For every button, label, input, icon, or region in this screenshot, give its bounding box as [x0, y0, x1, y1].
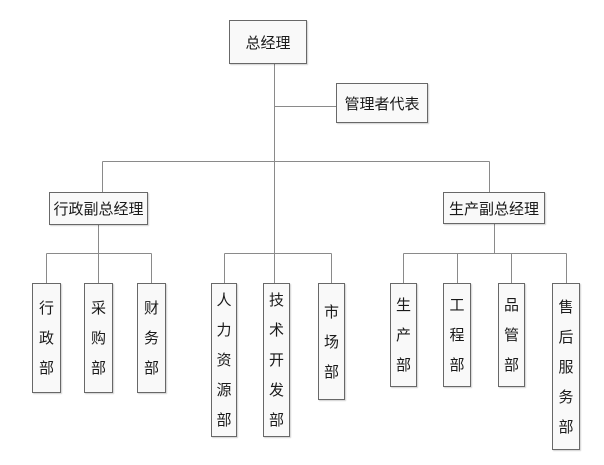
node-finance-dept: 财 务 部 [137, 283, 166, 393]
node-after-sales-dept: 售 后 服 务 部 [552, 283, 580, 450]
node-general-manager: 总经理 [229, 20, 307, 64]
node-admin-vice-gm: 行政副总经理 [49, 192, 148, 225]
node-production-dept: 生 产 部 [390, 283, 417, 387]
node-tech-dev-dept-label: 技 术 开 发 部 [268, 291, 284, 429]
node-admin-dept-label: 行 政 部 [38, 299, 54, 377]
node-quality-dept-label: 品 管 部 [503, 296, 519, 374]
node-general-manager-label: 总经理 [245, 33, 291, 52]
node-engineering-dept-label: 工 程 部 [449, 296, 465, 374]
node-admin-vice-gm-label: 行政副总经理 [53, 200, 144, 218]
node-quality-dept: 品 管 部 [498, 283, 525, 387]
node-purchasing-dept: 采 购 部 [84, 283, 113, 393]
node-hr-dept: 人 力 资 源 部 [211, 283, 237, 437]
node-hr-dept-label: 人 力 资 源 部 [216, 291, 232, 429]
node-tech-dev-dept: 技 术 开 发 部 [263, 283, 290, 437]
node-production-vice-gm: 生产副总经理 [443, 192, 545, 224]
node-management-representative-label: 管理者代表 [344, 94, 420, 113]
node-engineering-dept: 工 程 部 [443, 283, 471, 387]
node-admin-dept: 行 政 部 [32, 283, 61, 393]
node-finance-dept-label: 财 务 部 [143, 299, 159, 377]
node-production-vice-gm-label: 生产副总经理 [448, 199, 539, 218]
node-marketing-dept: 市 场 部 [318, 283, 345, 400]
node-purchasing-dept-label: 采 购 部 [90, 299, 106, 377]
node-after-sales-dept-label: 售 后 服 务 部 [558, 297, 574, 436]
node-production-dept-label: 生 产 部 [395, 296, 411, 374]
node-management-representative: 管理者代表 [336, 83, 428, 123]
node-marketing-dept-label: 市 场 部 [323, 302, 339, 381]
